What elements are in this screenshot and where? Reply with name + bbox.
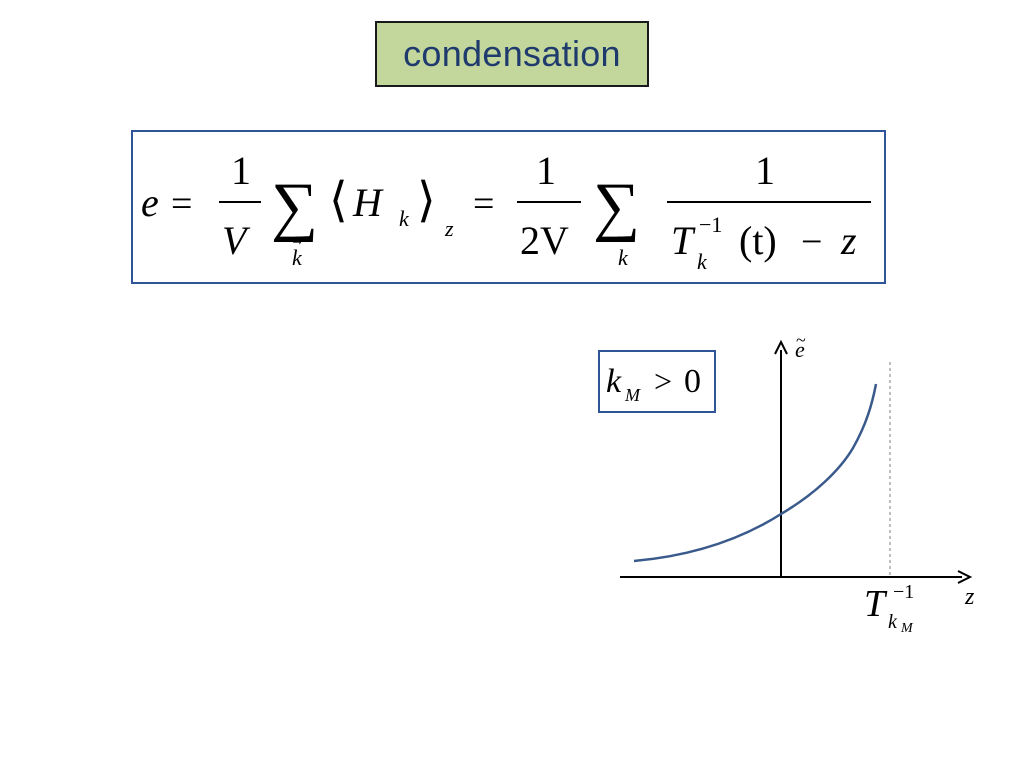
cond-zero: 0 <box>684 363 701 400</box>
x-axis-arrowhead <box>957 570 973 584</box>
eq-equals-1: = <box>171 183 192 225</box>
cond-sub-M: M <box>624 385 641 405</box>
y-axis-label: e <box>795 337 805 362</box>
eq-z-sub: z <box>444 216 454 241</box>
eq-z: z <box>840 218 857 263</box>
eq-minus: − <box>801 221 822 263</box>
cond-k: k <box>606 363 622 400</box>
x-axis-label: z <box>964 584 975 610</box>
eq-equals-2: = <box>473 183 494 225</box>
eq-rangle: ⟩ <box>417 174 436 227</box>
condition-formula: k M > 0 <box>606 363 701 405</box>
pole-label-M: M <box>900 621 914 636</box>
equation-formula: e = 1 V ∑ → k ⟨ H k ⟩ z = 1 2V ∑ k 1 T −… <box>141 148 871 274</box>
eq-vec-arrow: → <box>290 234 304 249</box>
eq-sum-2: ∑ <box>593 170 640 243</box>
eq-frac3-num: 1 <box>755 148 775 193</box>
eq-e: e <box>141 180 159 225</box>
eq-frac2-den: 2V <box>520 218 569 263</box>
eq-frac1-num: 1 <box>231 148 251 193</box>
cond-gt: > <box>654 363 672 399</box>
condition-box: k M > 0 <box>598 350 716 413</box>
eq-T-subscript: k <box>697 249 708 274</box>
slide-title-box: condensation <box>375 21 649 87</box>
equation-box: e = 1 V ∑ → k ⟨ H k ⟩ z = 1 2V ∑ k 1 T −… <box>131 130 886 284</box>
eq-H: H <box>352 180 384 225</box>
eq-sum-2-index: k <box>618 245 629 270</box>
eq-frac2-num: 1 <box>536 148 556 193</box>
pole-label-inv: −1 <box>893 581 914 603</box>
eq-H-sub-k: k <box>399 206 410 231</box>
eq-sum-1: ∑ <box>271 170 318 243</box>
eq-frac1-den: V <box>222 218 251 263</box>
energy-curve <box>633 383 878 563</box>
y-axis-arrowhead <box>774 339 788 355</box>
pole-label-k: k <box>888 611 898 633</box>
eq-langle: ⟨ <box>329 174 348 227</box>
eq-sum-1-index: k <box>292 245 303 270</box>
eq-T: T <box>671 218 696 263</box>
slide-title: condensation <box>403 33 621 74</box>
eq-t-arg: (t) <box>739 218 777 263</box>
y-axis-tilde: ~ <box>796 330 806 350</box>
pole-label-T: T <box>864 583 888 625</box>
eq-T-superscript: −1 <box>699 212 722 237</box>
